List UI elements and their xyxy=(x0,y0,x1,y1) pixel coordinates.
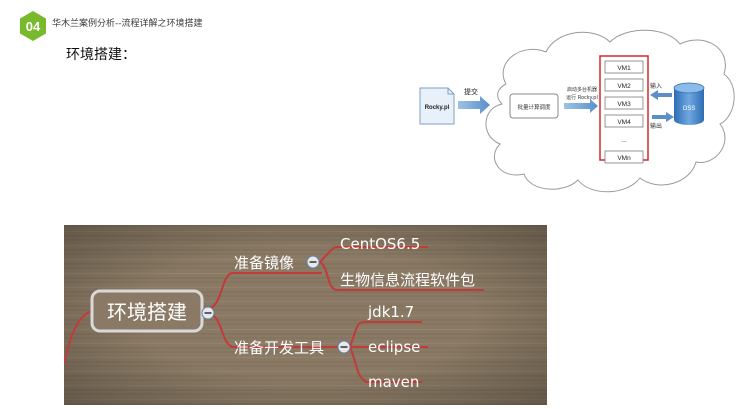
vm-box xyxy=(604,78,644,92)
mindmap-root-label[interactable]: 环境搭建 xyxy=(107,300,187,324)
submit-arrow xyxy=(458,96,490,114)
branch-image-collapse-toggle[interactable] xyxy=(306,255,320,269)
storage-cylinder-icon xyxy=(673,82,705,125)
output-arrow xyxy=(652,112,674,122)
launch-label-line2: 运行 Rocky.pl xyxy=(566,94,598,101)
branch-image-label[interactable]: 准备镜像 xyxy=(234,254,294,272)
vm-label: VM2 xyxy=(617,83,631,90)
architecture-diagram: Rocky.pl 提交 批量计算调度 启动多台机器 运行 Rocky.pl VM… xyxy=(419,29,735,193)
section-number-badge: 04 xyxy=(20,11,46,41)
output-label: 输出 xyxy=(650,122,662,130)
header-title: 华木兰案例分析--流程详解之环境搭建 xyxy=(52,19,203,29)
badge-number: 04 xyxy=(26,19,41,34)
input-label: 输入 xyxy=(650,82,662,90)
storage-label: OSS xyxy=(683,106,696,112)
leaf-maven[interactable]: maven xyxy=(368,373,419,391)
scheduler-box xyxy=(509,93,559,119)
cloud-shape xyxy=(485,29,735,193)
vm-label: VM4 xyxy=(617,119,631,126)
leaf-jdk[interactable]: jdk1.7 xyxy=(367,303,414,321)
vm-box xyxy=(604,150,644,164)
vm-box xyxy=(604,114,644,128)
vm-label: ... xyxy=(621,137,627,144)
branch-tools-label[interactable]: 准备开发工具 xyxy=(234,339,324,357)
scheduler-label: 批量计算调度 xyxy=(517,103,551,111)
leaf-centos[interactable]: CentOS6.5 xyxy=(340,235,420,253)
submit-label: 提交 xyxy=(464,87,478,96)
launch-arrow xyxy=(564,99,598,113)
vm-label: VM1 xyxy=(617,65,631,72)
launch-label-line1: 启动多台机器 xyxy=(567,86,597,93)
vm-box xyxy=(604,60,644,74)
branch-tools-collapse-toggle[interactable] xyxy=(337,340,351,354)
vm-box xyxy=(604,96,644,110)
vm-label: VM3 xyxy=(617,101,631,108)
input-arrow xyxy=(650,90,672,100)
mindmap: 环境搭建 准备镜像 准备开发工具 CentOS6.5 生物信息流程软件包 jdk… xyxy=(64,225,547,405)
script-label: Rocky.pl xyxy=(425,105,450,111)
script-file-icon xyxy=(419,87,455,125)
leaf-eclipse[interactable]: eclipse xyxy=(368,338,420,356)
root-collapse-toggle[interactable] xyxy=(201,306,215,320)
leaf-bio-software[interactable]: 生物信息流程软件包 xyxy=(340,271,475,289)
vm-label: VMn xyxy=(617,155,631,162)
section-title: 环境搭建： xyxy=(66,47,136,63)
